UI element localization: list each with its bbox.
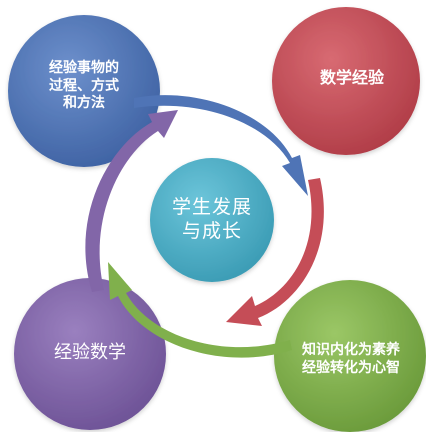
arrow-bottom — [108, 262, 292, 358]
node-circle-center — [150, 158, 274, 282]
arrow-top — [134, 95, 308, 196]
node-label-line: 知识内化为素养 — [302, 342, 400, 358]
node-label-line: 经验数学 — [54, 342, 126, 363]
node-circle-top-right — [272, 7, 420, 155]
node-circle-bottom-right — [274, 280, 426, 432]
node-label-top-right: 数学经验 — [300, 68, 404, 88]
node-label-line: 与成长 — [181, 219, 242, 242]
node-label-line: 和方法 — [63, 95, 105, 111]
node-label-line: 经验事物的 — [49, 60, 119, 76]
node-circle-bottom-left — [14, 278, 166, 430]
node-circle-top-left — [8, 15, 160, 167]
node-label-line: 经验转化为心智 — [302, 359, 400, 376]
node-label-bottom-left: 经验数学 — [26, 342, 154, 365]
arrow-right — [226, 178, 324, 326]
node-label-line: 学生发展 — [171, 196, 252, 218]
node-label-line: 数学经验 — [319, 68, 384, 87]
node-label-line: 过程、方式 — [49, 77, 119, 94]
arrow-left — [85, 110, 178, 292]
node-label-center: 学生发展 与成长 — [148, 196, 276, 244]
node-label-bottom-right: 知识内化为素养 经验转化为心智 — [276, 342, 426, 377]
node-label-top-left: 经验事物的 过程、方式 和方法 — [18, 60, 150, 113]
